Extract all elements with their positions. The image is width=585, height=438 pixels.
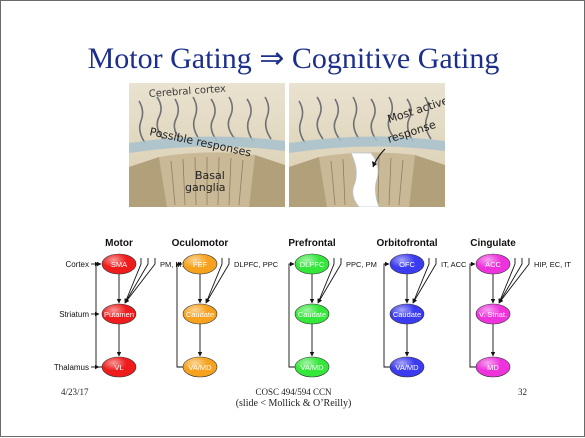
slide-course: COSC 494/594 CCN bbox=[255, 387, 332, 397]
return-loop-line bbox=[95, 261, 102, 368]
node-label: MD bbox=[487, 363, 499, 372]
node-label: VA/MD bbox=[188, 363, 212, 372]
basal-ganglia-line: Basal bbox=[195, 169, 225, 182]
return-loop-line bbox=[469, 261, 476, 368]
node-highlight bbox=[102, 254, 136, 274]
node-highlight bbox=[390, 254, 424, 274]
node-label: Putamen bbox=[104, 310, 134, 319]
cerebral-cortex-label: Cerebral cortex bbox=[148, 84, 226, 100]
row-label-thalamus: Thalamus bbox=[54, 363, 89, 372]
node-highlight bbox=[476, 357, 510, 377]
node-highlight bbox=[295, 254, 329, 274]
loop-heading-prefrontal: Prefrontal bbox=[288, 238, 335, 249]
node-label: Caudate bbox=[186, 310, 214, 319]
cortical-input-arrow bbox=[317, 258, 342, 304]
basal-ganglia-dam-illustration: Cerebral cortex Possible responses Basal… bbox=[129, 83, 285, 207]
node-highlight bbox=[183, 254, 217, 274]
cortical-input-arrow bbox=[124, 258, 142, 304]
node-highlight bbox=[183, 304, 217, 324]
node-label: SMA bbox=[111, 260, 127, 269]
loop-heading-orbitofrontal: Orbitofrontal bbox=[376, 238, 437, 249]
return-loop-line bbox=[176, 261, 183, 368]
basal-ganglia-line: ganglia bbox=[185, 181, 226, 194]
slide-credit: (slide < Mollick & O’Reilly) bbox=[235, 398, 352, 409]
most-active-response-illustration: Most active response bbox=[289, 83, 445, 207]
node-highlight bbox=[102, 304, 136, 324]
row-label-cortex: Cortex bbox=[65, 260, 89, 269]
cortical-input-arrow bbox=[317, 258, 335, 304]
node-label: Caudate bbox=[393, 310, 421, 319]
node-highlight bbox=[476, 254, 510, 274]
cortical-inputs-label: HIP, EC, IT bbox=[534, 260, 571, 269]
cortical-input-arrow bbox=[498, 258, 516, 304]
cortical-input-arrow bbox=[412, 258, 430, 304]
node-highlight bbox=[183, 357, 217, 377]
node-label: OFC bbox=[399, 260, 415, 269]
cortical-inputs-label: DLPFC, PPC bbox=[234, 260, 279, 269]
node-label: DLPFC bbox=[300, 260, 325, 269]
node-label: VA/MD bbox=[300, 363, 324, 372]
cortical-input-arrow bbox=[412, 258, 437, 304]
cortical-input-arrow bbox=[205, 258, 223, 304]
node-highlight bbox=[295, 357, 329, 377]
node-highlight bbox=[102, 357, 136, 377]
node-label: V. Striat. bbox=[479, 310, 507, 319]
return-loop-line bbox=[383, 261, 390, 368]
cortical-inputs-label: IT, ACC bbox=[441, 260, 467, 269]
node-highlight bbox=[476, 304, 510, 324]
loop-heading-cingulate: Cingulate bbox=[470, 238, 516, 249]
loop-heading-motor: Motor bbox=[105, 238, 133, 249]
cortical-input-arrow bbox=[205, 258, 230, 304]
cortical-inputs-label: PPC, PM bbox=[346, 260, 377, 269]
row-label-striatum: Striatum bbox=[59, 310, 89, 319]
cortical-input-arrow bbox=[124, 258, 149, 304]
slide-title: Motor Gating ⇒ Cognitive Gating bbox=[87, 42, 500, 75]
node-label: FEF bbox=[193, 260, 208, 269]
cortical-input-arrow bbox=[124, 258, 156, 304]
node-label: ACC bbox=[485, 260, 501, 269]
node-highlight bbox=[390, 357, 424, 377]
node-highlight bbox=[295, 304, 329, 324]
cortical-input-arrow bbox=[498, 258, 523, 304]
slide-page-number: 32 bbox=[518, 387, 527, 397]
node-highlight bbox=[390, 304, 424, 324]
node-label: Caudate bbox=[298, 310, 326, 319]
node-label: VL bbox=[114, 363, 123, 372]
slide-date: 4/23/17 bbox=[61, 387, 89, 397]
cortical-input-arrow bbox=[498, 258, 530, 304]
node-label: VA/MD bbox=[395, 363, 419, 372]
return-loop-line bbox=[288, 261, 295, 368]
loop-heading-oculomotor: Oculomotor bbox=[172, 238, 229, 249]
